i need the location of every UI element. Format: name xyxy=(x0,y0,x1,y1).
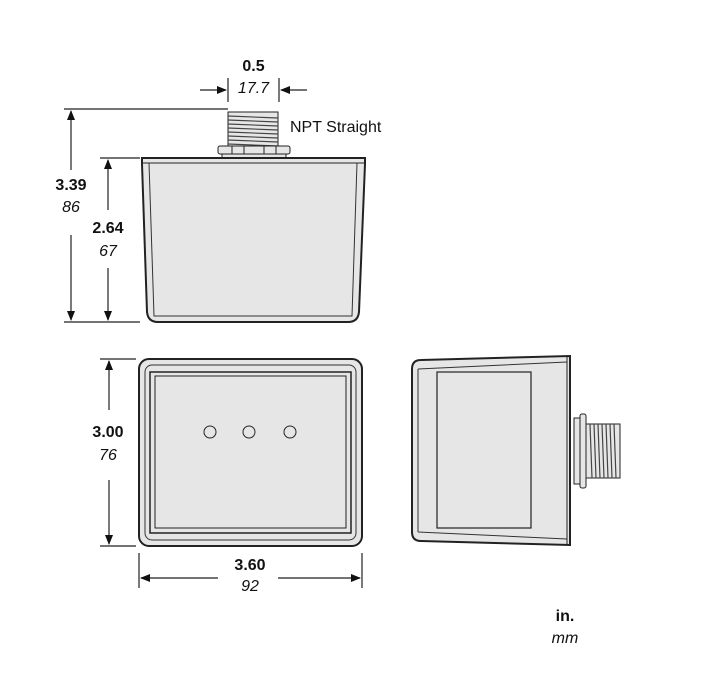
indicator-hole-2 xyxy=(242,425,256,439)
dim-fitting-width-mm: 17.7 xyxy=(237,80,270,97)
dimension-lines-front xyxy=(64,78,307,323)
units-secondary: mm xyxy=(551,630,579,647)
npt-fitting-side xyxy=(573,413,621,489)
dim-body-height-mm: 67 xyxy=(99,243,117,260)
dim-depth-in: 3.00 xyxy=(92,424,124,441)
dimension-lines-top xyxy=(100,358,363,588)
dim-depth-mm: 76 xyxy=(99,447,117,464)
dim-width-in: 3.60 xyxy=(234,557,266,574)
dim-overall-height-in: 3.39 xyxy=(55,177,87,194)
indicator-hole-1 xyxy=(203,425,217,439)
units-primary: in. xyxy=(555,608,575,625)
dim-body-height-in: 2.64 xyxy=(92,220,124,237)
dim-width-mm: 92 xyxy=(241,578,259,595)
dim-overall-height-mm: 86 xyxy=(62,199,80,216)
front-view xyxy=(141,111,366,323)
top-view xyxy=(138,358,363,547)
npt-fitting-front xyxy=(217,111,291,159)
dim-fitting-width-in: 0.5 xyxy=(242,58,265,75)
side-view xyxy=(411,354,621,547)
indicator-hole-3 xyxy=(283,425,297,439)
npt-straight-callout: NPT Straight xyxy=(290,119,382,136)
